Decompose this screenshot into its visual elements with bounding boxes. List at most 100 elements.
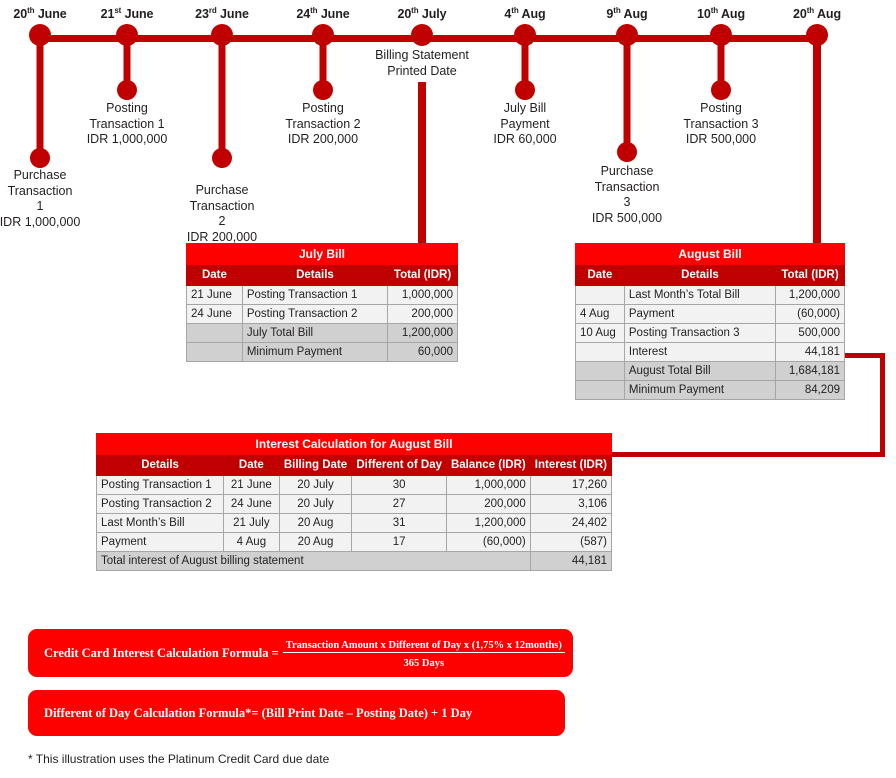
interest-col-interest: Interest (IDR) (529, 454, 613, 476)
cell-interest: 24,402 (529, 513, 613, 533)
cell-date (186, 323, 243, 343)
interest-total-row: Total interest of August billing stateme… (96, 551, 613, 571)
interest-formula-denominator: 365 Days (403, 658, 445, 669)
interest-table-header-row: Details Date Billing Date Different of D… (95, 454, 613, 476)
timeline-stem (218, 35, 226, 158)
cell-details: Last Month’s Bill (95, 513, 225, 533)
cell-details: Posting Transaction 1 (95, 475, 225, 495)
cell-different-of-day: 31 (351, 513, 447, 533)
cell-different-of-day: 30 (351, 475, 447, 495)
timeline-event-dot (313, 80, 333, 100)
cell-date (575, 342, 625, 362)
interest-col-different-of-day: Different of Day (351, 454, 447, 476)
cell-total: 1,684,181 (775, 361, 845, 381)
cell-total: 200,000 (387, 304, 458, 324)
cell-date: 21 June (223, 475, 280, 495)
cell-balance: 1,200,000 (445, 513, 531, 533)
different-of-day-formula-text: Different of Day Calculation Formula*= (… (44, 705, 473, 720)
timeline-date-label: 4th Aug (504, 6, 546, 22)
timeline-event-dot (515, 80, 535, 100)
timeline-date-label: 20th Aug (793, 6, 841, 22)
timeline-date-label: 24th June (296, 6, 350, 22)
timeline-stem (623, 35, 631, 152)
cell-details: Last Month’s Total Bill (623, 285, 777, 305)
connector-horizontal-bottom (608, 452, 885, 457)
interest-col-balance: Balance (IDR) (445, 454, 531, 476)
august-bill-col-details: Details (623, 264, 777, 286)
interest-col-date: Date (223, 454, 280, 476)
timeline-stem (717, 35, 725, 90)
interest-col-details: Details (95, 454, 225, 476)
cell-details: Interest (623, 342, 777, 362)
interest-table-title: Interest Calculation for August Bill (96, 433, 612, 455)
july-bill-title: July Bill (186, 243, 458, 265)
timeline-date-label: 21st June (100, 6, 154, 22)
cell-details: Payment (95, 532, 225, 552)
cell-date: 24 June (223, 494, 280, 514)
cell-details: Posting Transaction 2 (95, 494, 225, 514)
interest-col-billing-date: Billing Date (278, 454, 353, 476)
cell-details: Payment (623, 304, 777, 324)
august-bill-title: August Bill (575, 243, 845, 265)
connector-vertical (880, 353, 885, 457)
august-bill-col-total: Total (IDR) (775, 264, 845, 286)
cell-date: 4 Aug (223, 532, 280, 552)
cell-date: 21 July (223, 513, 280, 533)
timeline-event-dot (212, 148, 232, 168)
cell-date: 10 Aug (575, 323, 625, 343)
cell-different-of-day: 17 (351, 532, 447, 552)
cell-interest: 3,106 (529, 494, 613, 514)
cell-different-of-day: 27 (351, 494, 447, 514)
cell-details: Posting Transaction 3 (623, 323, 777, 343)
cell-balance: 200,000 (445, 494, 531, 514)
timeline-date-label: 20th June (13, 6, 67, 22)
cell-details: Posting Transaction 1 (241, 285, 389, 305)
cell-details: Posting Transaction 2 (241, 304, 389, 324)
july-bill-table: July Bill Date Details Total (IDR) 21 Ju… (186, 243, 458, 362)
cell-total: 1,000,000 (387, 285, 458, 305)
cell-date: 4 Aug (575, 304, 625, 324)
cell-date (575, 380, 625, 400)
timeline-stem (123, 35, 131, 90)
timeline-stem (36, 35, 44, 158)
cell-details: August Total Bill (623, 361, 777, 381)
stem-to-july-bill-table (418, 82, 426, 243)
cell-billing-date: 20 Aug (278, 513, 353, 533)
cell-date (186, 342, 243, 362)
timeline-date-label: 20th July (397, 6, 447, 22)
cell-balance: (60,000) (445, 532, 531, 552)
interest-total-label: Total interest of August billing stateme… (96, 551, 531, 571)
cell-total: 1,200,000 (387, 323, 458, 343)
cell-date (575, 285, 625, 305)
timeline-date-label: 23rd June (195, 6, 249, 22)
cell-total: 84,209 (775, 380, 845, 400)
august-bill-header-row: Date Details Total (IDR) (575, 264, 845, 286)
timeline-date-label: 9th Aug (606, 6, 648, 22)
cell-date: 21 June (186, 285, 243, 305)
cell-total: (60,000) (775, 304, 845, 324)
interest-formula-box: Credit Card Interest Calculation Formula… (28, 629, 573, 677)
cell-total: 44,181 (775, 342, 845, 362)
timeline-stem (319, 35, 327, 90)
cell-total: 500,000 (775, 323, 845, 343)
july-bill-header-row: Date Details Total (IDR) (186, 264, 458, 286)
timeline-date-label: 10th Aug (697, 6, 745, 22)
timeline-node-dot (411, 24, 433, 46)
